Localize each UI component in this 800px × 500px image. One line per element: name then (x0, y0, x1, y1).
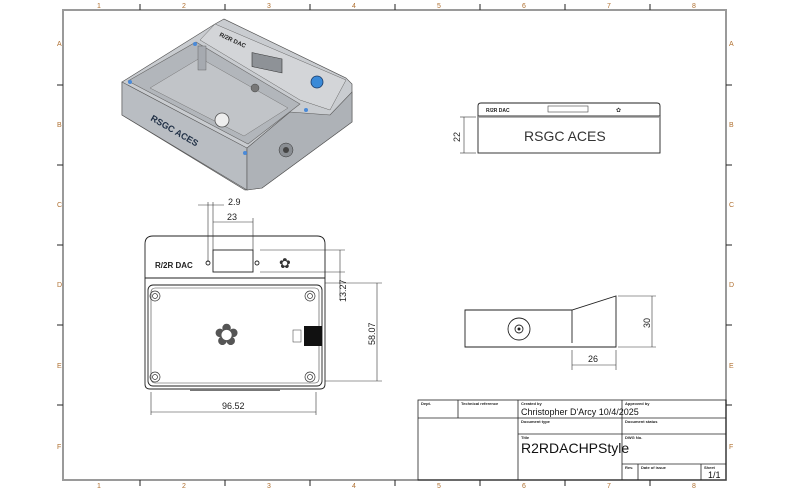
svg-text:D: D (57, 282, 62, 289)
svg-text:E: E (729, 363, 734, 370)
svg-text:C: C (729, 202, 734, 209)
svg-text:Document type: Document type (521, 419, 551, 424)
svg-text:Christopher D'Arcy 10/4/2025: Christopher D'Arcy 10/4/2025 (521, 407, 639, 417)
svg-text:Sheet: Sheet (704, 465, 716, 470)
svg-text:DWG No.: DWG No. (625, 435, 642, 440)
raspberry-logo-icon: ✿ (279, 255, 291, 271)
raspberry-logo-icon (310, 75, 324, 89)
svg-text:2: 2 (182, 483, 186, 490)
svg-text:2: 2 (182, 3, 186, 10)
svg-text:R/2R DAC: R/2R DAC (155, 261, 193, 270)
svg-text:Technical reference: Technical reference (461, 401, 499, 406)
svg-text:30: 30 (642, 318, 652, 328)
svg-text:2.9: 2.9 (228, 197, 241, 207)
svg-text:Created by: Created by (521, 401, 542, 406)
svg-text:RSGC ACES: RSGC ACES (524, 128, 606, 144)
zone-dividers (57, 4, 732, 486)
svg-text:A: A (57, 41, 62, 48)
svg-text:Rev.: Rev. (625, 465, 633, 470)
svg-text:4: 4 (352, 3, 356, 10)
svg-text:D: D (729, 282, 734, 289)
svg-text:1: 1 (97, 483, 101, 490)
svg-text:4: 4 (352, 483, 356, 490)
svg-text:22: 22 (452, 132, 462, 142)
svg-text:Document status: Document status (625, 419, 658, 424)
svg-text:5: 5 (437, 3, 441, 10)
svg-text:58.07: 58.07 (367, 322, 377, 345)
svg-text:F: F (729, 444, 733, 451)
svg-text:13.27: 13.27 (338, 279, 348, 302)
svg-text:Date of issue: Date of issue (641, 465, 667, 470)
svg-text:3: 3 (267, 483, 271, 490)
svg-text:B: B (729, 122, 734, 129)
svg-text:8: 8 (692, 3, 696, 10)
svg-text:23: 23 (227, 212, 237, 222)
svg-text:6: 6 (522, 3, 526, 10)
svg-text:6: 6 (522, 483, 526, 490)
raspberry-logo-icon (214, 112, 230, 128)
svg-text:A: A (729, 41, 734, 48)
svg-text:R2RDACHPStyle: R2RDACHPStyle (521, 440, 629, 456)
svg-text:1: 1 (97, 3, 101, 10)
svg-text:R/2R DAC: R/2R DAC (486, 108, 510, 114)
top-view: R/2R DAC ✿ ✿ 2.9 23 13.27 58.07 96.52 (144, 197, 382, 415)
svg-text:F: F (57, 444, 61, 451)
svg-text:96.52: 96.52 (222, 401, 245, 411)
row-labels-right: A B C D E F (729, 41, 734, 451)
svg-text:E: E (57, 363, 62, 370)
column-labels-top: 1 2 3 4 5 6 7 8 (97, 3, 696, 10)
front-view: R/2R DAC ✿ RSGC ACES 22 (452, 102, 661, 154)
side-view: 30 26 (464, 295, 656, 370)
isometric-view: RSGC ACES R/2R DAC (121, 18, 353, 191)
svg-text:8: 8 (692, 483, 696, 490)
svg-text:3: 3 (267, 3, 271, 10)
svg-text:Approved by: Approved by (625, 401, 650, 406)
row-labels-left: A B C D E F (57, 41, 62, 451)
column-labels-bottom: 1 2 3 4 5 6 7 8 (97, 483, 696, 490)
svg-text:26: 26 (588, 354, 598, 364)
svg-text:7: 7 (607, 3, 611, 10)
title-block (417, 399, 727, 481)
svg-text:B: B (57, 122, 62, 129)
svg-text:7: 7 (607, 483, 611, 490)
title-block-text: Dept. Technical reference Created by Chr… (421, 401, 721, 480)
svg-text:5: 5 (437, 483, 441, 490)
svg-text:1/1: 1/1 (708, 470, 721, 480)
svg-text:C: C (57, 202, 62, 209)
raspberry-logo-icon: ✿ (616, 107, 621, 114)
screw-bosses (149, 290, 316, 383)
svg-text:Dept.: Dept. (421, 401, 431, 406)
raspberry-logo-icon: ✿ (214, 319, 239, 352)
svg-text:Title: Title (521, 435, 530, 440)
